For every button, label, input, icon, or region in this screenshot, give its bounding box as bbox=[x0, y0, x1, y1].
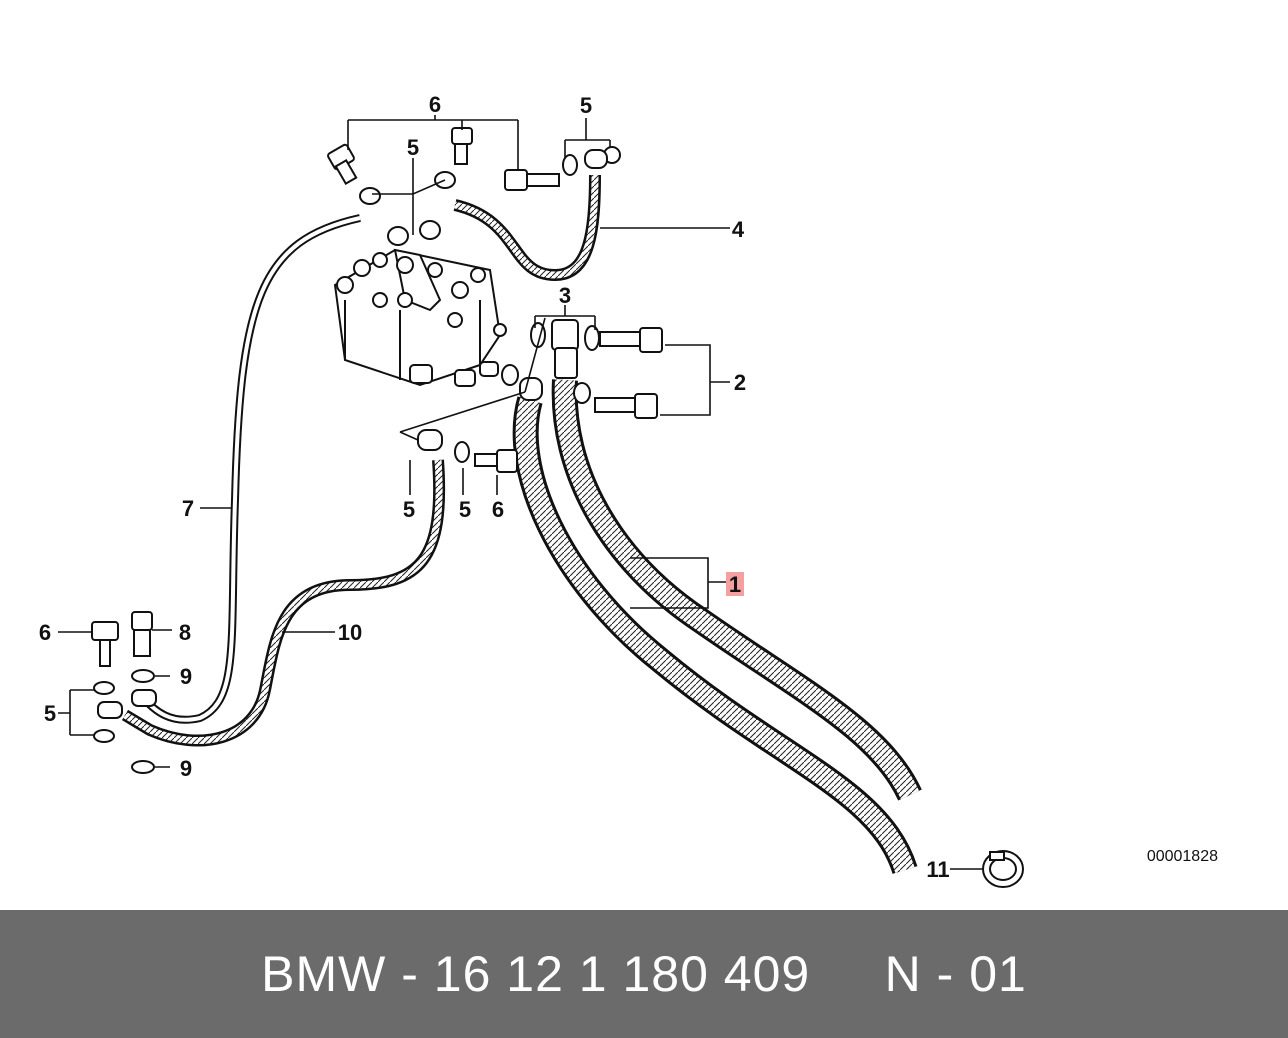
callout-6-mid: 6 bbox=[492, 497, 504, 522]
fuel-distributor-block bbox=[333, 248, 507, 387]
fuel-line-4 bbox=[453, 174, 601, 282]
parts-diagram: 1 2 3 4 5 5 5 5 5 6 6 6 7 8 9 9 10 11 00… bbox=[39, 92, 1218, 888]
callout-1: 1 bbox=[729, 572, 741, 597]
callout-5-mid-a: 5 bbox=[403, 497, 415, 522]
part-number-label: BMW - 16 12 1 180 409 N - 01 bbox=[261, 946, 1027, 1002]
callout-6-left: 6 bbox=[39, 620, 51, 645]
hose-clamp-11 bbox=[982, 850, 1024, 888]
fuel-line-10 bbox=[121, 459, 446, 747]
callout-8: 8 bbox=[179, 620, 191, 645]
part-number-footer: BMW - 16 12 1 180 409 N - 01 bbox=[0, 910, 1288, 1038]
callout-5-top-right: 5 bbox=[580, 93, 592, 118]
diagram-reference-number: 00001828 bbox=[1147, 848, 1218, 865]
diagram-canvas: 1 2 3 4 5 5 5 5 5 6 6 6 7 8 9 9 10 11 00… bbox=[39, 92, 1218, 888]
callout-7: 7 bbox=[182, 496, 194, 521]
callout-9-upper: 9 bbox=[180, 664, 192, 689]
callout-10: 10 bbox=[338, 620, 362, 645]
callout-9-lower: 9 bbox=[180, 756, 192, 781]
leader-lines bbox=[58, 115, 982, 870]
callout-4: 4 bbox=[732, 217, 745, 242]
callout-5-mid-b: 5 bbox=[459, 497, 471, 522]
banjo-bolts bbox=[91, 127, 663, 667]
callout-11: 11 bbox=[926, 857, 949, 882]
union-fittings bbox=[97, 149, 608, 719]
callout-5-left: 5 bbox=[44, 701, 56, 726]
callout-5-top-mid: 5 bbox=[407, 135, 419, 160]
callout-1-highlight bbox=[726, 572, 744, 596]
fuel-hose-1 bbox=[512, 379, 922, 875]
callout-3: 3 bbox=[559, 283, 571, 308]
sealing-washers bbox=[93, 146, 621, 774]
callout-6-top: 6 bbox=[429, 92, 441, 117]
fuel-line-7 bbox=[142, 214, 361, 724]
callout-2: 2 bbox=[734, 370, 746, 395]
